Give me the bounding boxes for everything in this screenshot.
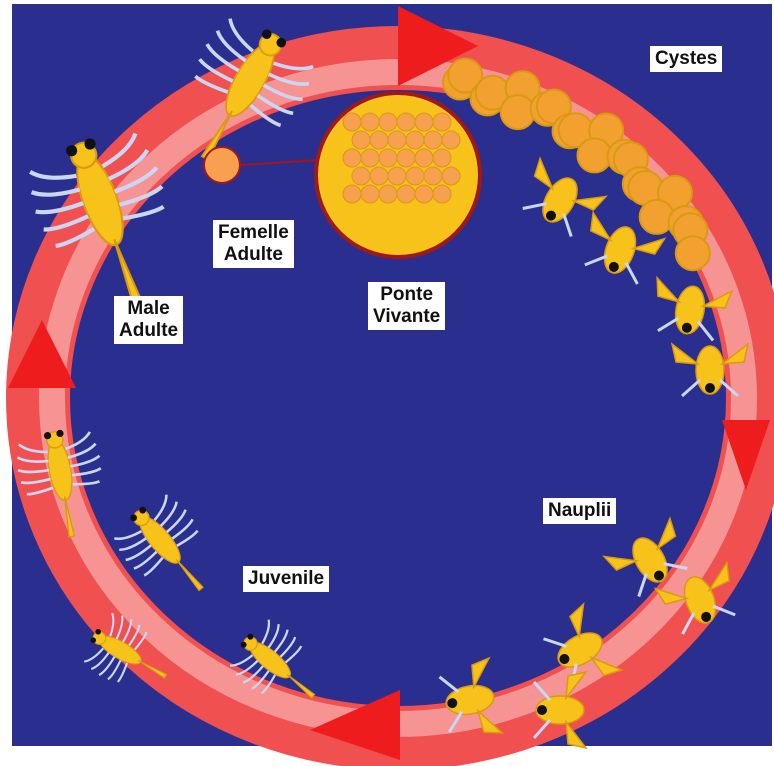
egg <box>379 149 397 167</box>
egg-pouch <box>204 147 240 183</box>
egg <box>343 185 361 203</box>
cyst <box>578 138 612 172</box>
label-cystes-text: Cystes <box>655 48 717 70</box>
cyst <box>501 95 535 129</box>
egg <box>397 149 415 167</box>
egg <box>361 185 379 203</box>
egg <box>406 131 424 149</box>
egg <box>406 167 424 185</box>
egg <box>343 149 361 167</box>
egg <box>388 131 406 149</box>
label-femelle-adulte: Femelle Adulte <box>213 220 294 268</box>
egg <box>442 131 460 149</box>
label-cystes: Cystes <box>650 46 722 72</box>
egg <box>361 149 379 167</box>
egg <box>388 167 406 185</box>
egg <box>370 131 388 149</box>
label-juvenile-text: Juvenile <box>248 568 324 590</box>
egg <box>379 185 397 203</box>
egg <box>352 167 370 185</box>
egg <box>424 131 442 149</box>
egg <box>415 113 433 131</box>
egg <box>433 149 451 167</box>
egg <box>424 167 442 185</box>
egg-sac-magnifier-icon <box>316 93 480 257</box>
egg <box>442 167 460 185</box>
label-juvenile: Juvenile <box>243 566 329 592</box>
label-nauplii-text: Nauplii <box>548 500 611 522</box>
cyst <box>676 236 710 270</box>
egg <box>397 185 415 203</box>
label-ponte-line2: Vivante <box>373 306 440 328</box>
egg <box>379 113 397 131</box>
label-male-adulte: Male Adulte <box>114 296 183 344</box>
label-ponte-line1: Ponte <box>373 284 440 306</box>
egg <box>433 113 451 131</box>
egg <box>370 167 388 185</box>
label-ponte-vivante: Ponte Vivante <box>368 282 445 330</box>
label-male-line1: Male <box>119 298 178 320</box>
label-femelle-line1: Femelle <box>218 222 289 244</box>
egg <box>433 185 451 203</box>
egg <box>361 113 379 131</box>
label-nauplii: Nauplii <box>543 498 616 524</box>
label-male-line2: Adulte <box>119 320 178 342</box>
egg <box>343 113 361 131</box>
egg <box>415 185 433 203</box>
egg <box>415 149 433 167</box>
label-femelle-line2: Adulte <box>218 244 289 266</box>
egg <box>352 131 370 149</box>
egg <box>397 113 415 131</box>
